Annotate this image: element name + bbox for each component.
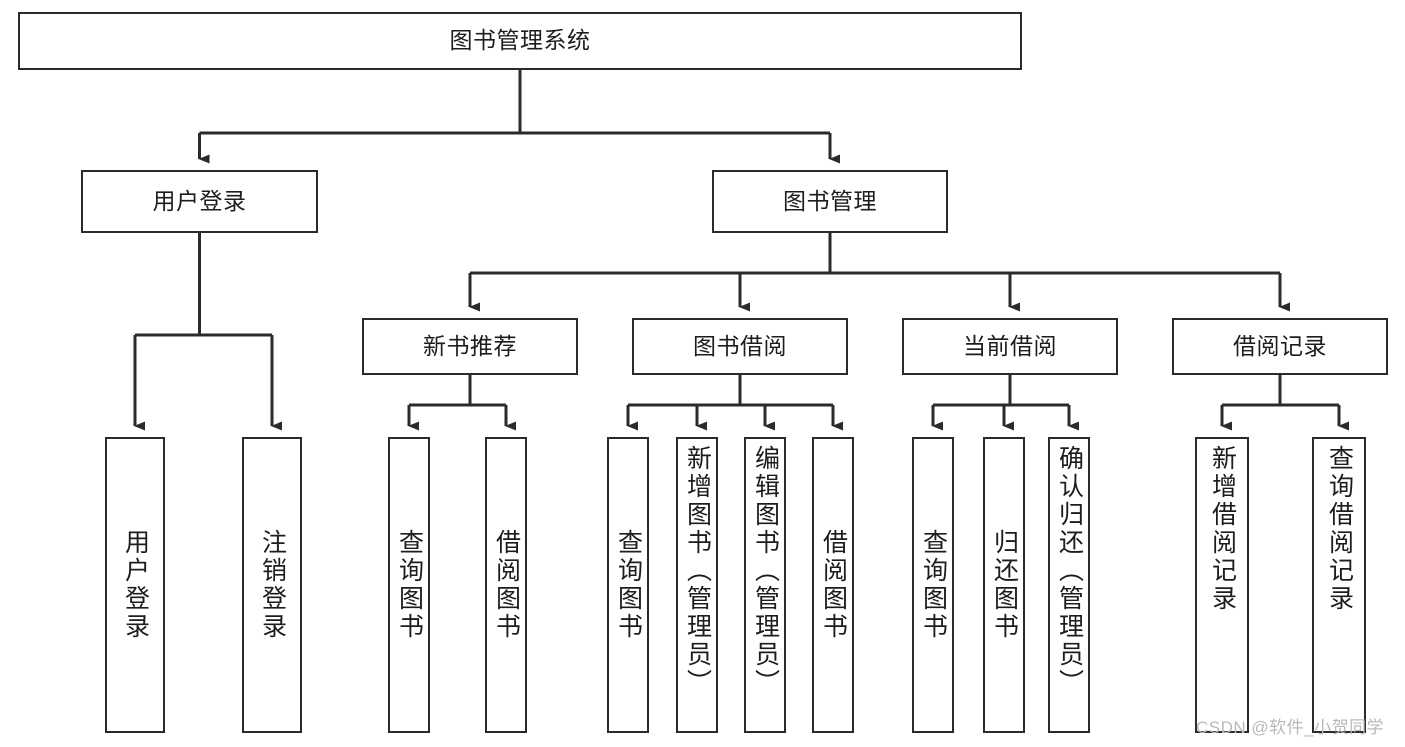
node-label-record-add: 新增借阅记录: [1208, 445, 1237, 613]
node-current-confirm-return[interactable]: 确认归还（管理员）: [1048, 437, 1090, 733]
node-new-book-recommend[interactable]: 新书推荐: [362, 318, 578, 375]
node-label-borrow-record: 借阅记录: [1233, 332, 1327, 359]
node-label-new-book-recommend: 新书推荐: [423, 332, 517, 359]
node-label-root: 图书管理系统: [449, 27, 591, 54]
node-recommend-query-book[interactable]: 查询图书: [388, 437, 430, 733]
node-user-login-do[interactable]: 用户登录: [105, 437, 165, 733]
node-recommend-borrow-book[interactable]: 借阅图书: [485, 437, 527, 733]
node-borrow-query-book[interactable]: 查询图书: [607, 437, 649, 733]
node-label-book-management: 图书管理: [783, 187, 877, 214]
node-book-management[interactable]: 图书管理: [712, 170, 948, 233]
node-borrow-borrow-book[interactable]: 借阅图书: [812, 437, 854, 733]
node-borrow-record[interactable]: 借阅记录: [1172, 318, 1388, 375]
node-current-query-book[interactable]: 查询图书: [912, 437, 954, 733]
node-label-recommend-borrow-book: 借阅图书: [492, 529, 521, 641]
node-label-user-login: 用户登录: [152, 187, 247, 214]
node-user-login[interactable]: 用户登录: [81, 170, 318, 233]
node-label-current-return-book: 归还图书: [990, 529, 1019, 641]
node-borrow-add-book[interactable]: 新增图书（管理员）: [676, 437, 718, 733]
node-record-query[interactable]: 查询借阅记录: [1312, 437, 1366, 733]
node-label-borrow-add-book: 新增图书（管理员）: [683, 445, 712, 697]
node-record-add[interactable]: 新增借阅记录: [1195, 437, 1249, 733]
node-book-borrow[interactable]: 图书借阅: [632, 318, 848, 375]
node-label-current-confirm-return: 确认归还（管理员）: [1055, 445, 1084, 697]
node-label-borrow-borrow-book: 借阅图书: [819, 529, 848, 641]
node-label-book-borrow: 图书借阅: [693, 332, 787, 359]
node-label-record-query: 查询借阅记录: [1325, 445, 1354, 613]
node-current-borrow[interactable]: 当前借阅: [902, 318, 1118, 375]
node-label-current-borrow: 当前借阅: [963, 332, 1057, 359]
node-root[interactable]: 图书管理系统: [18, 12, 1022, 70]
node-borrow-edit-book[interactable]: 编辑图书（管理员）: [744, 437, 786, 733]
node-user-logout[interactable]: 注销登录: [242, 437, 302, 733]
connector-group: [133, 70, 1349, 431]
node-current-return-book[interactable]: 归还图书: [983, 437, 1025, 733]
node-label-current-query-book: 查询图书: [919, 529, 948, 641]
node-label-borrow-edit-book: 编辑图书（管理员）: [751, 445, 780, 697]
node-label-recommend-query-book: 查询图书: [395, 529, 424, 641]
node-label-user-logout: 注销登录: [258, 529, 287, 641]
node-label-borrow-query-book: 查询图书: [614, 529, 643, 641]
node-label-user-login-do: 用户登录: [121, 529, 150, 641]
